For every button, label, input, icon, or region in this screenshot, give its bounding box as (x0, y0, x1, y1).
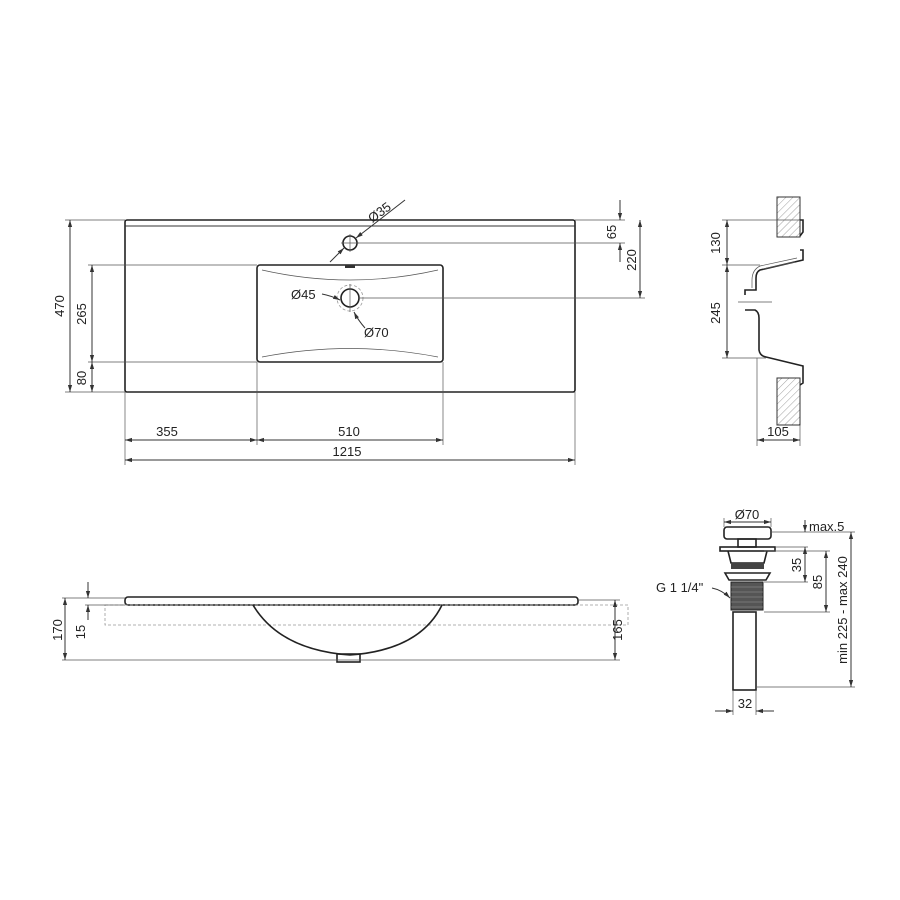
dim-cap-diameter: Ø70 (735, 507, 760, 522)
front-dimension-lines (62, 582, 618, 660)
front-extension-lines (62, 597, 620, 661)
dim-drain-outer-diameter: Ø70 (364, 325, 389, 340)
wall-block-top (776, 196, 801, 238)
drain-stem (737, 538, 757, 548)
dim-tap-hole-offset: 65 (604, 225, 619, 239)
fitting-dimension-lines (711, 519, 854, 714)
dim-thread-length: 85 (810, 575, 825, 589)
drain-outlet (336, 653, 361, 663)
drain-gasket (731, 563, 764, 569)
basin-top-curve (261, 269, 439, 281)
dim-total-height: 170 (50, 619, 65, 641)
extension-lines (65, 219, 645, 465)
section-inner-lines (751, 257, 798, 288)
drain-fitting: Ø70 max.5 35 85 min 225 - max 240 G 1 1/… (656, 507, 855, 715)
front-view: 170 15 165 (50, 582, 629, 663)
thread-lines (731, 586, 763, 608)
dim-depth-total: 470 (52, 295, 67, 317)
drain-pipe (732, 611, 757, 691)
dim-pipe-diameter: 32 (738, 696, 752, 711)
basin-bottom-curve (261, 348, 439, 358)
dim-left-offset: 355 (156, 424, 178, 439)
thread-label: G 1 1/4" (656, 580, 704, 595)
section-view: 130 245 105 (708, 196, 804, 446)
drain-cap (723, 526, 772, 540)
dim-cap-gap: max.5 (809, 519, 844, 534)
dim-body-height: 165 (610, 619, 625, 641)
dim-front-margin: 80 (74, 371, 89, 385)
dim-upper-length: 35 (789, 558, 804, 572)
dim-drain-diameter: Ø45 (291, 287, 316, 302)
wall-block-bottom (776, 377, 801, 426)
drain-thread (730, 581, 764, 611)
drain-nut (723, 572, 772, 581)
dim-slab-thickness: 15 (73, 625, 88, 639)
dimension-lines (67, 199, 643, 463)
basin-section-profile (744, 219, 804, 386)
overflow-slot (345, 265, 355, 268)
basin-outline (256, 264, 444, 363)
dim-basin-width: 510 (338, 424, 360, 439)
cabinet-outline (104, 604, 629, 626)
dim-basin-height: 245 (708, 302, 723, 324)
countertop-slab (124, 596, 579, 606)
dim-projection: 105 (767, 424, 789, 439)
drain-body-upper (727, 550, 768, 564)
dim-total-length: min 225 - max 240 (835, 556, 850, 664)
dim-width-total: 1215 (333, 444, 362, 459)
dim-tap-hole-diameter: Ø35 (365, 199, 394, 226)
dim-drain-offset: 220 (624, 249, 639, 271)
drain-flange (719, 546, 776, 552)
section-extension-lines (722, 219, 801, 446)
dim-top-height: 130 (708, 232, 723, 254)
section-dimension-lines (724, 220, 800, 443)
basin-bowl (252, 604, 443, 656)
dim-basin-depth: 265 (74, 303, 89, 325)
top-view: 470 265 80 355 510 1215 65 220 Ø35 Ø45 Ø… (52, 199, 645, 465)
countertop-outline (124, 219, 576, 393)
